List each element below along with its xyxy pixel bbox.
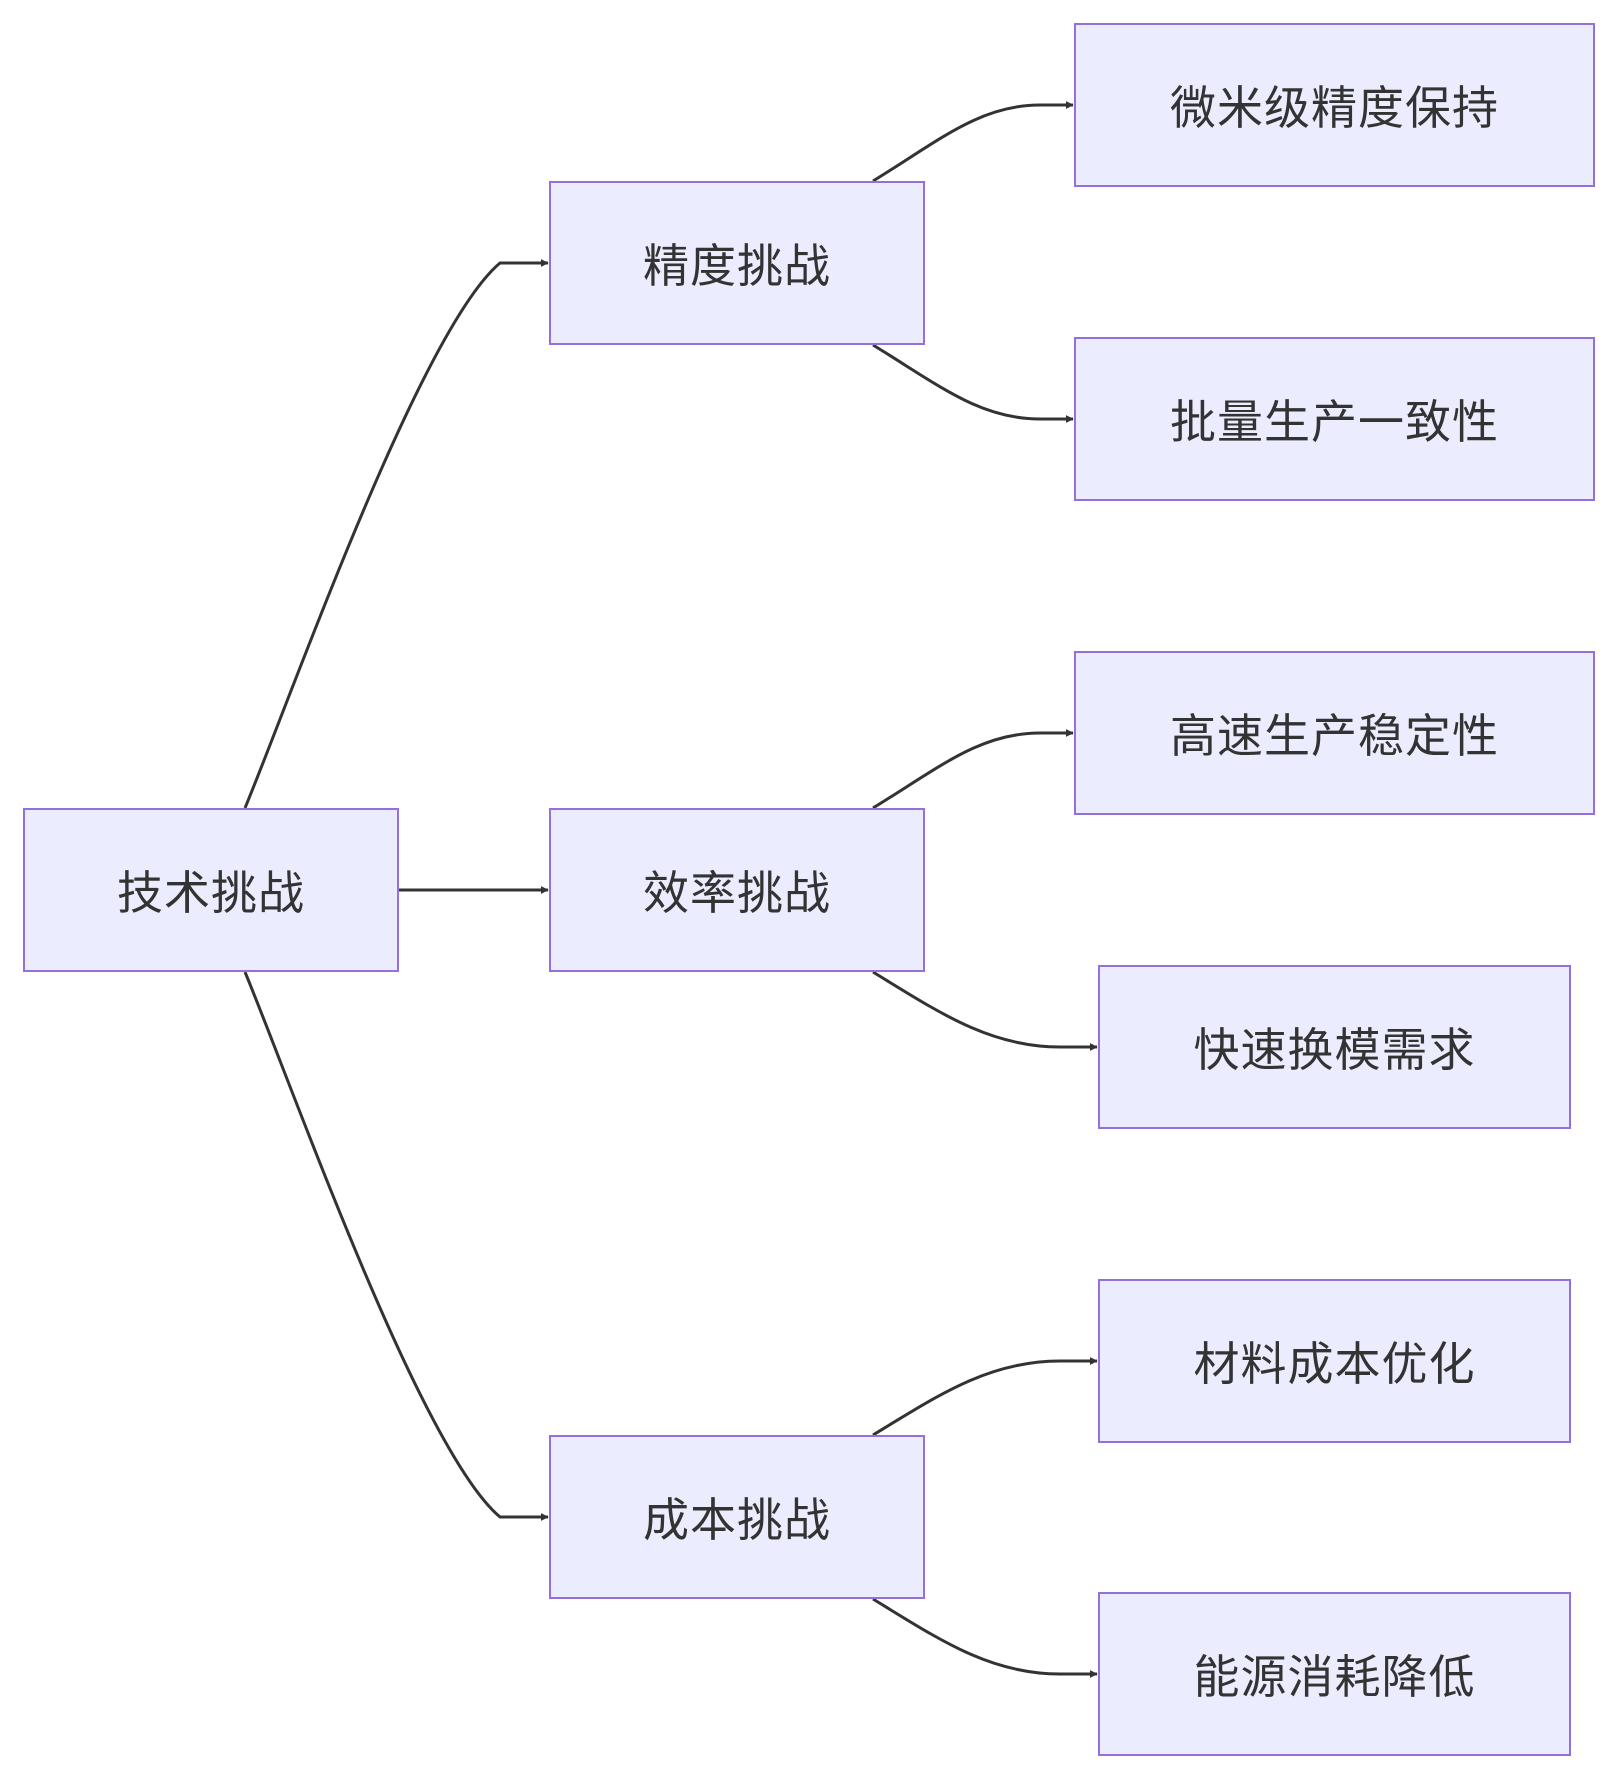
edge-cost-to-material <box>872 1357 1098 1437</box>
node-cost-challenges: 成本挑战 <box>549 1435 925 1599</box>
edge-precision-to-batch <box>872 343 1074 423</box>
edge-efficiency-to-quickdie <box>872 970 1098 1051</box>
node-energy-reduction: 能源消耗降低 <box>1098 1592 1571 1756</box>
node-batch-consistency: 批量生产一致性 <box>1074 337 1595 501</box>
node-material-cost: 材料成本优化 <box>1098 1279 1571 1443</box>
node-high-speed-stability: 高速生产稳定性 <box>1074 651 1595 815</box>
edge-root-to-precision <box>243 259 549 809</box>
node-micron-precision: 微米级精度保持 <box>1074 23 1595 187</box>
node-precision-challenges: 精度挑战 <box>549 181 925 345</box>
edge-efficiency-to-highspeed <box>872 729 1074 810</box>
edge-cost-to-energy <box>872 1597 1098 1678</box>
edge-precision-to-micron <box>872 101 1074 183</box>
node-quick-die-change: 快速换模需求 <box>1098 965 1571 1129</box>
node-efficiency-challenges: 效率挑战 <box>549 808 925 972</box>
edge-root-to-cost <box>243 971 549 1521</box>
node-root-technical-challenges: 技术挑战 <box>23 808 399 972</box>
